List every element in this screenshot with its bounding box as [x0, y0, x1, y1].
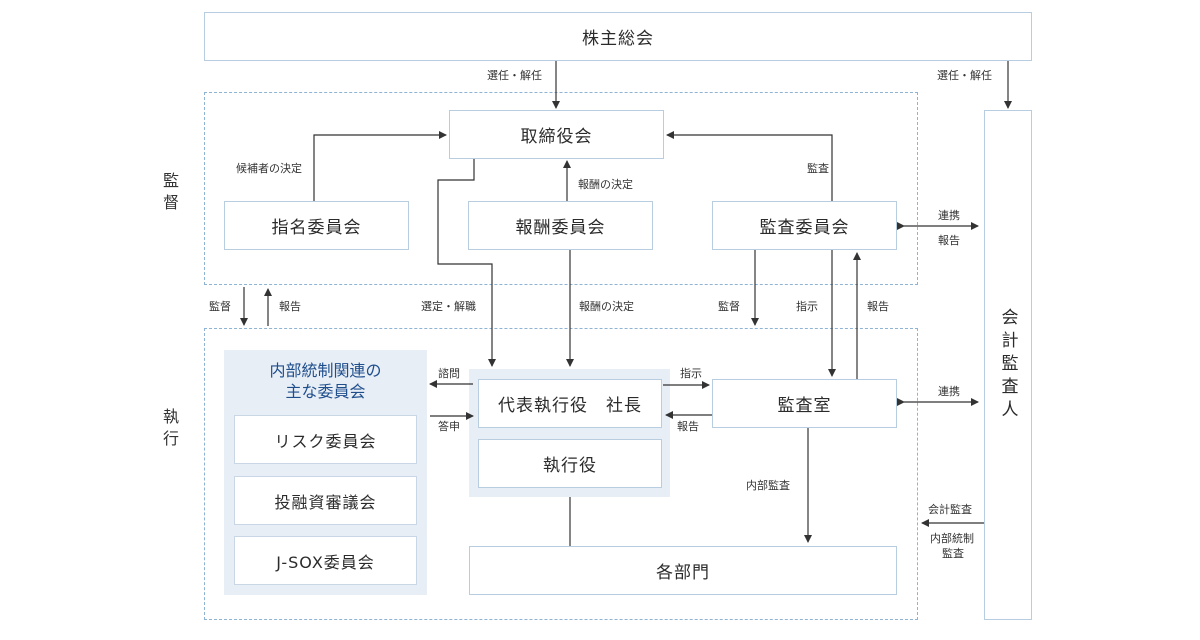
nomination-committee-box: 指名委員会: [224, 201, 409, 250]
cooperation-label-1: 連携: [938, 209, 960, 222]
compensation-decision-label-2: 報酬の決定: [579, 300, 634, 313]
report-label-2: 報告: [279, 300, 301, 313]
supervise-label-2: 監督: [718, 300, 740, 313]
shareholders-meeting-box: 株主総会: [204, 12, 1032, 61]
report-label-3: 報告: [867, 300, 889, 313]
supervise-label-1: 監督: [209, 300, 231, 313]
ceo-box: 代表執行役 社長: [478, 379, 662, 428]
cooperation-label-2: 連携: [938, 385, 960, 398]
internal-committees-title: 内部統制関連の 主な委員会: [224, 360, 427, 402]
instruct-label-2: 指示: [680, 367, 702, 380]
elect-dismiss-label-2: 選任・解任: [937, 69, 992, 82]
inquiry-label: 諮問: [438, 367, 460, 380]
supervision-section-label: 監督: [160, 172, 179, 216]
candidate-decision-label: 候補者の決定: [236, 162, 302, 175]
instruct-label-1: 指示: [796, 300, 818, 313]
accounting-auditor-box: 会計監査人: [984, 110, 1032, 620]
elect-dismiss-label-1: 選任・解任: [487, 69, 542, 82]
executive-officers-box: 執行役: [478, 439, 662, 488]
compensation-decision-label-1: 報酬の決定: [578, 178, 633, 191]
audit-label: 監査: [807, 162, 829, 175]
supervision-region: [204, 92, 918, 285]
jsox-committee-box: J-SOX委員会: [234, 536, 417, 585]
execution-section-label: 執行: [160, 408, 179, 452]
internal-control-audit-label-1: 内部統制: [930, 532, 974, 545]
accounting-auditor-label: 会計監査人: [997, 307, 1018, 423]
internal-committees-title-line2: 主な委員会: [285, 382, 366, 401]
compensation-committee-box: 報酬委員会: [468, 201, 653, 250]
internal-control-audit-label-2: 監査: [942, 547, 964, 560]
select-dismiss-label: 選定・解職: [421, 300, 476, 313]
internal-committees-title-line1: 内部統制関連の: [269, 361, 382, 380]
execution-region: [204, 328, 918, 620]
answer-label: 答申: [438, 420, 460, 433]
internal-audit-label: 内部監査: [746, 479, 790, 492]
accounting-audit-label: 会計監査: [928, 503, 972, 516]
report-label-1: 報告: [938, 234, 960, 247]
investment-council-box: 投融資審議会: [234, 476, 417, 525]
audit-committee-box: 監査委員会: [712, 201, 897, 250]
audit-office-box: 監査室: [712, 379, 897, 428]
departments-box: 各部門: [469, 546, 897, 595]
risk-committee-box: リスク委員会: [234, 415, 417, 464]
board-of-directors-box: 取締役会: [449, 110, 664, 159]
report-label-4: 報告: [677, 420, 699, 433]
